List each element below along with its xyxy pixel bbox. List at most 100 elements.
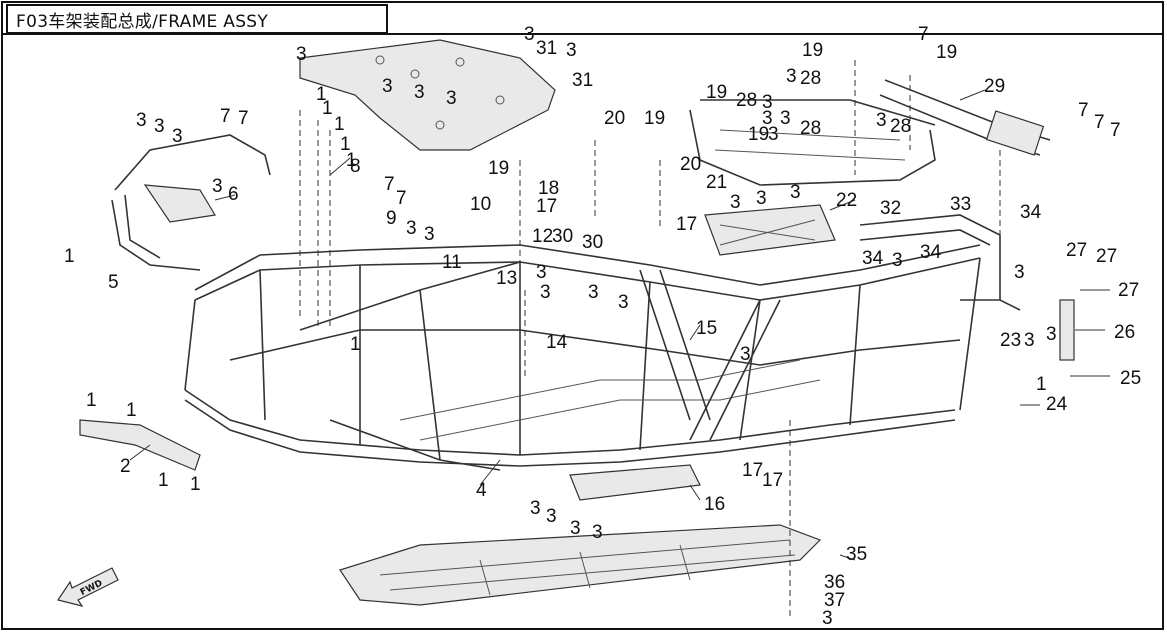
callout-label: 3 bbox=[762, 92, 773, 113]
callout-label: 3 bbox=[424, 224, 435, 245]
callout-labels: 3 31 3 3 31 3 3 3 1 1 1 1 1 3 3 3 7 7 8 … bbox=[64, 24, 1141, 629]
callout-label: 1 bbox=[334, 114, 345, 135]
callout-label: 25 bbox=[1120, 368, 1141, 389]
callout-label: 15 bbox=[696, 318, 717, 339]
seat-base-22 bbox=[704, 204, 836, 256]
rear-frame-right bbox=[859, 214, 1021, 311]
callout-label: 13 bbox=[496, 268, 517, 289]
callout-label: 12 bbox=[532, 226, 553, 247]
forward-arrow: FWD bbox=[57, 567, 119, 607]
callout-label: 1 bbox=[126, 400, 137, 421]
callout-label: 19 bbox=[802, 40, 823, 61]
callout-label: 34 bbox=[1020, 202, 1042, 223]
callout-label: 6 bbox=[228, 184, 239, 205]
callout-label: 3 bbox=[540, 282, 551, 303]
bottom-skid-plate-35 bbox=[339, 524, 822, 606]
callout-label: 3 bbox=[546, 506, 557, 527]
callout-label: 17 bbox=[762, 470, 783, 491]
callout-label: 3 bbox=[530, 498, 541, 519]
callout-label: 14 bbox=[546, 332, 568, 353]
callout-label: 1 bbox=[158, 470, 169, 491]
callout-label: 3 bbox=[536, 262, 547, 283]
callout-label: 7 bbox=[1078, 100, 1089, 121]
callout-label: 1 bbox=[1036, 374, 1047, 395]
callout-label: 29 bbox=[984, 76, 1005, 97]
callout-label: 28 bbox=[800, 118, 821, 139]
plate-16 bbox=[569, 464, 701, 501]
callout-label: 20 bbox=[604, 108, 625, 129]
callout-label: 3 bbox=[524, 24, 535, 45]
callout-label: 1 bbox=[64, 246, 75, 267]
callout-label: 3 bbox=[154, 116, 165, 137]
callout-label: 31 bbox=[536, 38, 557, 59]
callout-label: 3 bbox=[618, 292, 629, 313]
callout-label: 27 bbox=[1066, 240, 1087, 261]
callout-label: 17 bbox=[536, 196, 557, 217]
callout-label: 28 bbox=[736, 90, 757, 111]
callout-label: 10 bbox=[470, 194, 491, 215]
bracket-26 bbox=[1059, 299, 1075, 361]
callout-label: 1 bbox=[322, 98, 333, 119]
callout-label: 3 bbox=[1046, 324, 1057, 345]
callout-label: 3 bbox=[768, 124, 779, 145]
callout-label: 1 bbox=[346, 150, 357, 171]
callout-label: 27 bbox=[1118, 280, 1139, 301]
callout-label: 3 bbox=[172, 126, 183, 147]
callout-label: 3 bbox=[786, 66, 797, 87]
callout-label: 19 bbox=[748, 124, 769, 145]
rear-rack bbox=[689, 99, 936, 186]
callout-label: 7 bbox=[238, 108, 249, 129]
callout-label: 3 bbox=[756, 188, 767, 209]
callout-label: 1 bbox=[340, 134, 351, 155]
callout-label: 3 bbox=[1014, 262, 1025, 283]
callout-label: 20 bbox=[680, 154, 701, 175]
callout-label: 19 bbox=[706, 82, 727, 103]
callout-label: 1 bbox=[316, 84, 327, 105]
callout-label: 18 bbox=[538, 178, 559, 199]
callout-label: 3 bbox=[136, 110, 147, 131]
callout-label: 32 bbox=[880, 198, 901, 219]
callout-label: 5 bbox=[108, 272, 119, 293]
callout-label: 7 bbox=[220, 106, 231, 127]
callout-label: 26 bbox=[1114, 322, 1135, 343]
callout-label: 19 bbox=[936, 42, 957, 63]
callout-label: 3 bbox=[780, 108, 791, 129]
callout-label: 3 bbox=[876, 110, 887, 131]
callout-label: 23 bbox=[1000, 330, 1021, 351]
callout-label: 19 bbox=[488, 158, 509, 179]
callout-label: 3 bbox=[762, 108, 773, 129]
callout-label: 36 bbox=[824, 572, 845, 593]
callout-label: 28 bbox=[890, 116, 911, 137]
callout-label: 31 bbox=[572, 70, 593, 91]
callout-label: 7 bbox=[1110, 120, 1121, 141]
diagram-title: F03车架装配总成/FRAME ASSY bbox=[16, 11, 269, 32]
callout-label: 7 bbox=[384, 174, 395, 195]
callout-label: 30 bbox=[582, 232, 603, 253]
callout-label: 7 bbox=[918, 24, 929, 45]
callout-label: 27 bbox=[1096, 246, 1117, 267]
callout-label: 9 bbox=[386, 208, 397, 229]
callout-label: 3 bbox=[822, 608, 833, 629]
callout-label: 3 bbox=[382, 76, 393, 97]
callout-label: 1 bbox=[190, 474, 201, 495]
callout-label: 4 bbox=[476, 480, 487, 501]
callout-label: 3 bbox=[212, 176, 223, 197]
callout-label: 3 bbox=[588, 282, 599, 303]
callout-label: 3 bbox=[566, 40, 577, 61]
front-crossmember-2 bbox=[79, 419, 201, 471]
callout-label: 19 bbox=[644, 108, 665, 129]
callout-label: 3 bbox=[570, 518, 581, 539]
callout-label: 37 bbox=[824, 590, 845, 611]
callout-label: 1 bbox=[350, 334, 361, 355]
callout-label: 34 bbox=[920, 242, 942, 263]
callout-label: 16 bbox=[704, 494, 725, 515]
callout-label: 22 bbox=[836, 190, 857, 211]
callout-label: 3 bbox=[592, 522, 603, 543]
diagram-title-box: F03车架装配总成/FRAME ASSY bbox=[6, 4, 388, 34]
callout-label: 33 bbox=[950, 194, 971, 215]
callout-label: 3 bbox=[790, 182, 801, 203]
callout-label: 3 bbox=[406, 218, 417, 239]
